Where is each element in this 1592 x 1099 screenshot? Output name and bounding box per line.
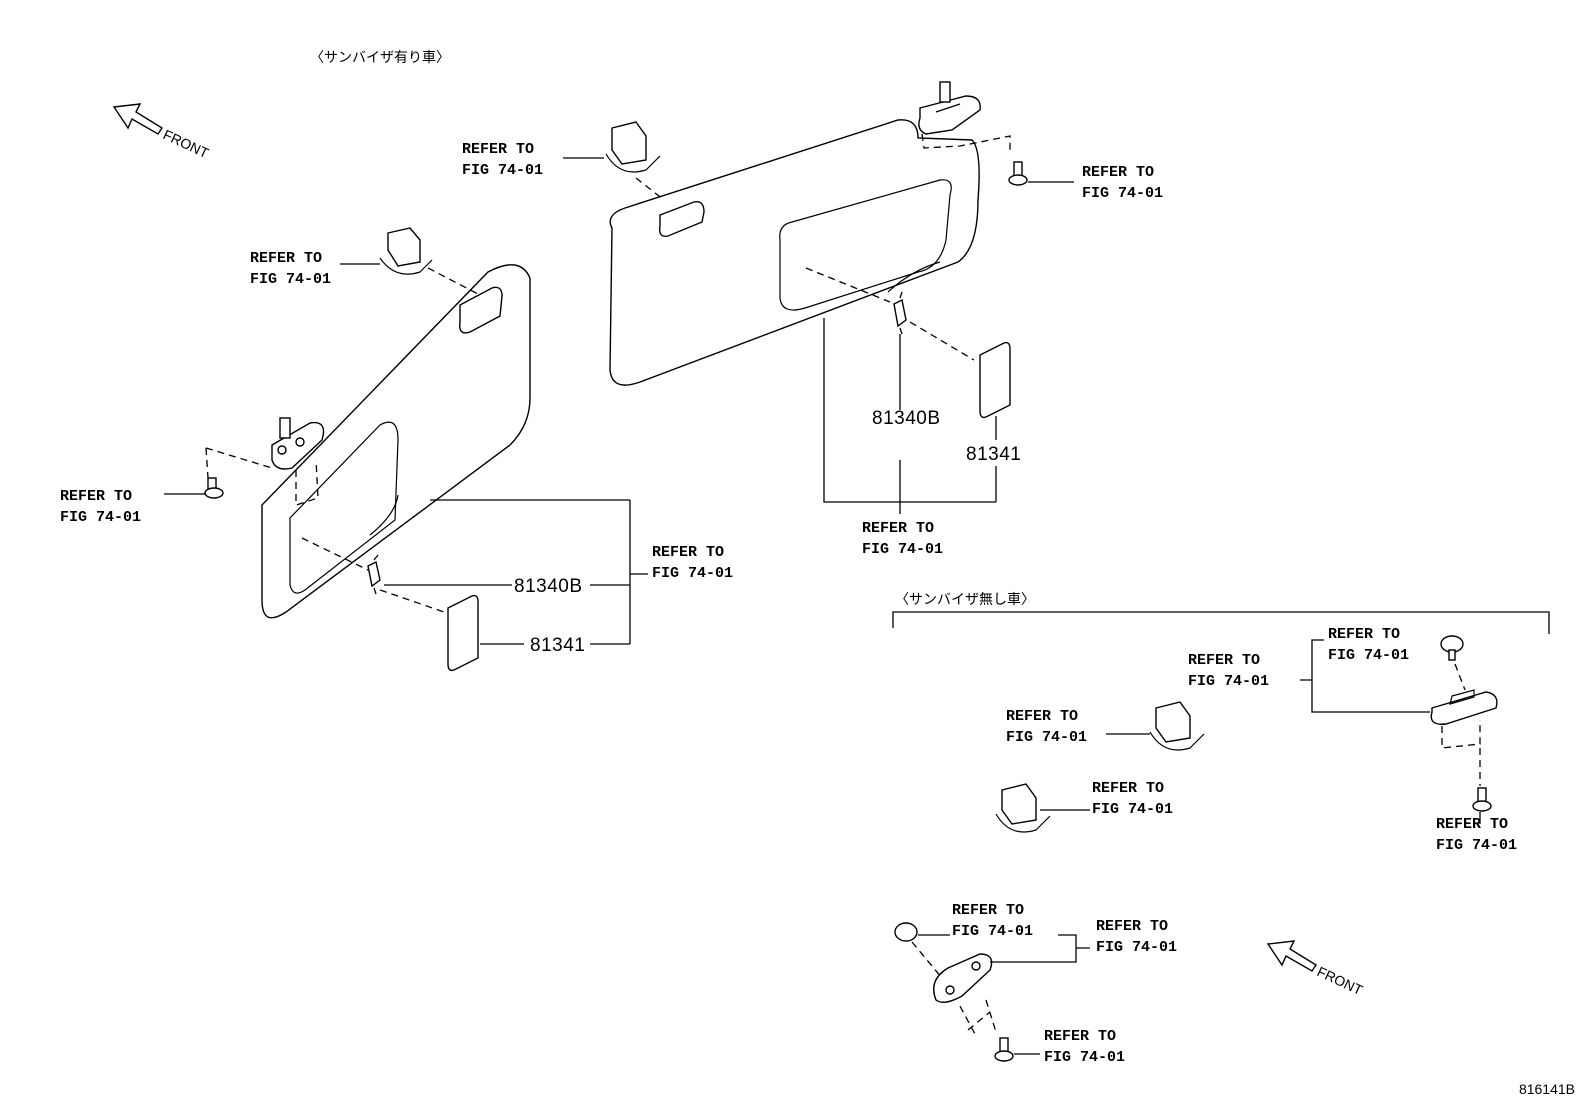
left-sun-visor: [261, 264, 531, 619]
right-sun-visor: [609, 119, 980, 386]
left-lamp-bulb-icon: [367, 554, 381, 595]
right-group-bracket: [823, 318, 996, 514]
refer-callout-9: REFER TO FIG 74-01: [1006, 708, 1087, 746]
svg-text:FIG 74-01: FIG 74-01: [652, 565, 733, 582]
refer-callout-7: REFER TO FIG 74-01: [1328, 626, 1409, 664]
front-arrow-icon-bottom: [1266, 940, 1317, 972]
svg-text:REFER TO: REFER TO: [1006, 708, 1078, 725]
refer-callout-1: REFER TO FIG 74-01: [250, 250, 331, 288]
svg-text:REFER TO: REFER TO: [1044, 1028, 1116, 1045]
left-lamp-dashline: [301, 537, 369, 571]
figure-code: 816141B: [1519, 1081, 1575, 1097]
refer-callout-2: REFER TO FIG 74-01: [462, 141, 543, 179]
svg-text:FIG 74-01: FIG 74-01: [1096, 939, 1177, 956]
nv-hinge-right-top-dash: [1454, 663, 1466, 691]
header-with-sun-visor: 〈サンバイザ有り車〉: [310, 49, 450, 66]
svg-text:FIG 74-01: FIG 74-01: [1092, 801, 1173, 818]
left-cover-dashline: [379, 589, 451, 615]
svg-text:REFER TO: REFER TO: [60, 488, 132, 505]
left-screw-dashline2: [205, 447, 273, 469]
svg-text:REFER TO: REFER TO: [652, 544, 724, 561]
svg-text:REFER TO: REFER TO: [1328, 626, 1400, 643]
without-visor-bracket: [892, 611, 1550, 634]
right-lamp-bulb-icon: [893, 291, 907, 335]
refer-callout-3: REFER TO FIG 74-01: [1082, 164, 1163, 202]
svg-text:REFER TO: REFER TO: [1096, 918, 1168, 935]
svg-text:FIG 74-01: FIG 74-01: [250, 271, 331, 288]
refer-callout-6: REFER TO FIG 74-01: [862, 520, 943, 558]
svg-text:FIG 74-01: FIG 74-01: [952, 923, 1033, 940]
refer-callout-8: REFER TO FIG 74-01: [1188, 652, 1269, 690]
svg-text:REFER TO: REFER TO: [1082, 164, 1154, 181]
nv-hinge-right-bottom-dash: [1441, 720, 1481, 786]
svg-text:FIG 74-01: FIG 74-01: [1044, 1049, 1125, 1066]
svg-text:FIG 74-01: FIG 74-01: [462, 162, 543, 179]
nv-clip-lower-icon: [995, 783, 1051, 833]
front-label-bottom: FRONT: [1315, 963, 1366, 998]
nv-screw-right-icon: [1472, 787, 1492, 812]
refer-callout-11: REFER TO FIG 74-01: [1436, 816, 1517, 854]
header-without-sun-visor: 〈サンバイザ無し車〉: [895, 591, 1035, 608]
svg-text:REFER TO: REFER TO: [1436, 816, 1508, 833]
part-label-lamp-right: 81340B: [872, 408, 941, 429]
refer-callout-10: REFER TO FIG 74-01: [1092, 780, 1173, 818]
right-cover-dashline: [909, 321, 975, 361]
front-arrow-icon-top: [112, 103, 163, 135]
left-mirror-cover-icon: [447, 594, 479, 672]
nv-hinge-left-bottom-dash: [959, 999, 997, 1037]
right-visor-clip-icon: [605, 121, 705, 237]
nv-hinge-right-bracket: [1300, 639, 1430, 713]
refer-callout-13: REFER TO FIG 74-01: [1096, 918, 1177, 956]
nv-hinge-left-icon: [894, 922, 993, 1003]
right-mirror-cover-icon: [979, 341, 1011, 419]
part-label-lamp-left: 81340B: [514, 576, 583, 597]
nv-screw-left-icon: [994, 1037, 1014, 1062]
left-clip-dashline: [427, 267, 479, 295]
right-bracket-dashline: [921, 133, 1011, 150]
refer-callout-4: REFER TO FIG 74-01: [60, 488, 141, 526]
right-screw-icon: [1008, 161, 1028, 186]
nv-clip-upper-icon: [1149, 701, 1205, 751]
svg-text:FIG 74-01: FIG 74-01: [862, 541, 943, 558]
svg-text:REFER TO: REFER TO: [952, 902, 1024, 919]
part-label-cover-left: 81341: [530, 635, 585, 656]
svg-text:FIG 74-01: FIG 74-01: [1188, 673, 1269, 690]
left-group-bracket: [430, 499, 648, 645]
left-bracket-dashline: [295, 459, 319, 506]
svg-text:FIG 74-01: FIG 74-01: [1082, 185, 1163, 202]
svg-text:FIG 74-01: FIG 74-01: [1328, 647, 1409, 664]
svg-text:REFER TO: REFER TO: [1188, 652, 1260, 669]
left-visor-bracket-icon: [271, 417, 325, 470]
part-label-cover-right: 81341: [966, 444, 1021, 465]
right-visor-bracket-icon: [918, 81, 981, 135]
refer-callout-14: REFER TO FIG 74-01: [1044, 1028, 1125, 1066]
nv-hinge-left-top-dash: [911, 941, 943, 979]
refer-callout-12: REFER TO FIG 74-01: [952, 902, 1033, 940]
svg-text:FIG 74-01: FIG 74-01: [60, 509, 141, 526]
nv-hinge-right-icon: [1430, 635, 1498, 725]
svg-text:FIG 74-01: FIG 74-01: [1436, 837, 1517, 854]
svg-text:REFER TO: REFER TO: [862, 520, 934, 537]
nv-hinge-left-bracket: [918, 934, 1090, 963]
front-label-top: FRONT: [161, 126, 212, 161]
right-lamp-dashline: [805, 267, 891, 303]
svg-text:REFER TO: REFER TO: [1092, 780, 1164, 797]
refer-callout-5: REFER TO FIG 74-01: [652, 544, 733, 582]
left-visor-clip-icon: [379, 227, 503, 334]
svg-text:REFER TO: REFER TO: [250, 250, 322, 267]
left-screw-icon: [204, 477, 224, 499]
right-clip-dashline: [635, 177, 665, 201]
svg-text:REFER TO: REFER TO: [462, 141, 534, 158]
left-screw-dashline: [205, 447, 209, 479]
svg-text:FIG 74-01: FIG 74-01: [1006, 729, 1087, 746]
